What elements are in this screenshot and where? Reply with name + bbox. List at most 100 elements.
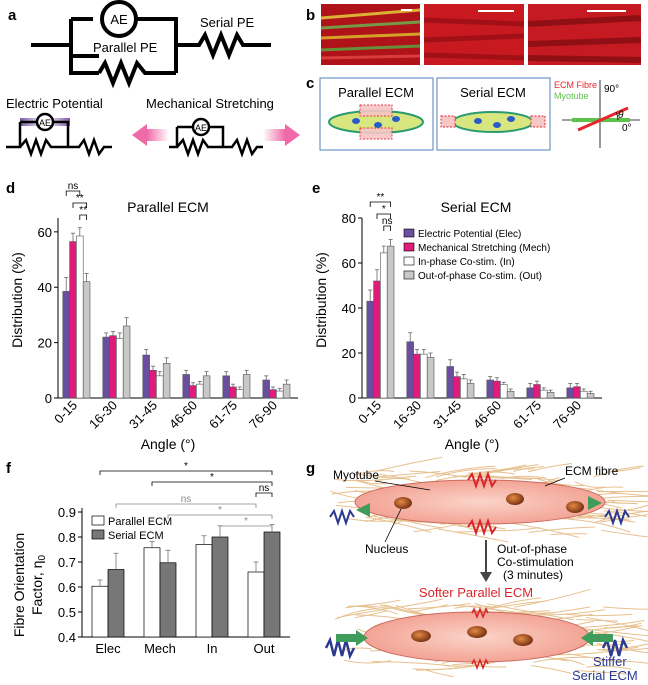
significance-label: ns [259, 483, 270, 494]
y-tick-label: 0.7 [58, 555, 76, 570]
ecm-fibre-strand [341, 647, 372, 652]
bar [460, 378, 468, 399]
significance-bracket [151, 481, 273, 486]
significance-label: ** [377, 192, 385, 203]
ecm-fibre-strand [551, 658, 585, 666]
bar [76, 235, 84, 399]
bar [380, 252, 388, 399]
ecm-fibre-strand [585, 616, 648, 632]
x-tick-label: Elec [95, 641, 121, 656]
ecm-fibre-strand [473, 464, 527, 474]
ecm-fibre-strand [528, 526, 595, 534]
ecm-fibre-strand [354, 610, 389, 619]
circuit-mechanical: AE [132, 117, 300, 158]
legend-f-serial: Serial ECM [108, 530, 164, 542]
bar [276, 390, 284, 399]
chart-e-ylabel: Distribution (%) [313, 252, 329, 348]
bar [142, 354, 150, 399]
ecm-fibre-strand [381, 598, 444, 610]
ecm-fibre-strand [600, 514, 648, 523]
bar [573, 386, 581, 399]
stim-line-1: Out-of-phase [497, 542, 567, 556]
ecm-fibre-strand [550, 533, 588, 535]
parallel-ecm-title: Parallel ECM [338, 85, 414, 100]
ecm-fibre-strand [343, 659, 392, 664]
spring-top-right [604, 507, 630, 527]
significance-bracket [115, 503, 257, 508]
mechanical-stretching-label: Mechanical Stretching [146, 96, 274, 111]
ecm-fibre-strand [513, 588, 591, 608]
significance-label: * [244, 516, 248, 527]
panel-label-e: e [312, 180, 320, 197]
bar [263, 531, 281, 638]
bar [229, 386, 237, 399]
nucleus-top-1 [394, 497, 412, 509]
significance-label: * [184, 461, 188, 472]
ecm-fibre-strand [603, 606, 648, 610]
y-tick-label: 0.8 [58, 530, 76, 545]
serial-pe-label: Serial PE [200, 15, 255, 30]
ae-symbol-label: AE [110, 12, 128, 27]
ecm-fibre-strand [334, 608, 379, 620]
bar [262, 379, 270, 399]
ecm-fibre-strand [435, 473, 488, 482]
significance-label: ** [79, 205, 87, 216]
spring-top-2 [467, 517, 497, 537]
bar [202, 375, 211, 399]
y-tick-label: 20 [342, 346, 356, 361]
bar [373, 280, 381, 399]
bar [580, 390, 588, 399]
nucleus-top-2 [506, 493, 524, 505]
arrow-top-right [588, 496, 602, 510]
y-tick-label: 60 [342, 256, 356, 271]
bar [222, 375, 230, 399]
y-tick-label: 0 [349, 391, 356, 406]
significance-label: * [218, 505, 222, 516]
significance-label: ns [68, 181, 79, 192]
ecm-fibre-strand [563, 517, 636, 523]
ecm-fibre-strand [593, 465, 645, 478]
nucleus-bottom-3 [513, 634, 533, 646]
bar [107, 569, 125, 638]
arrow-bottom-left [356, 630, 368, 646]
chart-d-xlabel: Angle (°) [141, 436, 196, 452]
bar [195, 544, 213, 638]
ecm-fibre-strand [597, 643, 648, 651]
significance-bracket [255, 492, 273, 497]
softer-parallel-label: Softer Parallel ECM [419, 585, 533, 600]
circuit-main [31, 0, 271, 89]
x-tick-label: 31-45 [430, 398, 464, 432]
bar [446, 366, 454, 399]
bar [526, 387, 534, 399]
ecm-fibre-strand [574, 481, 605, 488]
ecm-fibre-strand [567, 518, 631, 533]
y-tick-label: 0.6 [58, 580, 76, 595]
myotube-label: Myotube [333, 468, 379, 482]
legend-e-elec: Electric Potential (Elec) [418, 229, 521, 240]
x-tick-label: 76-90 [550, 398, 584, 432]
ecm-fibre-strand [375, 470, 441, 478]
bar [159, 562, 177, 638]
significance-bracket [167, 514, 273, 519]
bar [236, 389, 244, 399]
bar [540, 389, 548, 399]
x-tick-label: 0-15 [355, 398, 384, 427]
bar [91, 585, 109, 638]
ae-symbol-label-small: AE [39, 118, 51, 128]
bar [466, 383, 475, 399]
bar [493, 380, 501, 399]
bar [453, 376, 461, 399]
bar [586, 393, 595, 399]
bar [182, 374, 190, 399]
ecm-fibre-strand [527, 462, 572, 473]
significance-label: ns [382, 216, 393, 227]
y-tick-label: 0.9 [58, 505, 76, 520]
stiffer-label: Stiffer [593, 654, 627, 669]
ecm-fibre-strand [376, 475, 417, 481]
parallel-pe-label: Parallel PE [93, 40, 158, 55]
arrow-bottom-right [581, 630, 593, 646]
bar [247, 571, 265, 638]
y-tick-label: 80 [342, 211, 356, 226]
